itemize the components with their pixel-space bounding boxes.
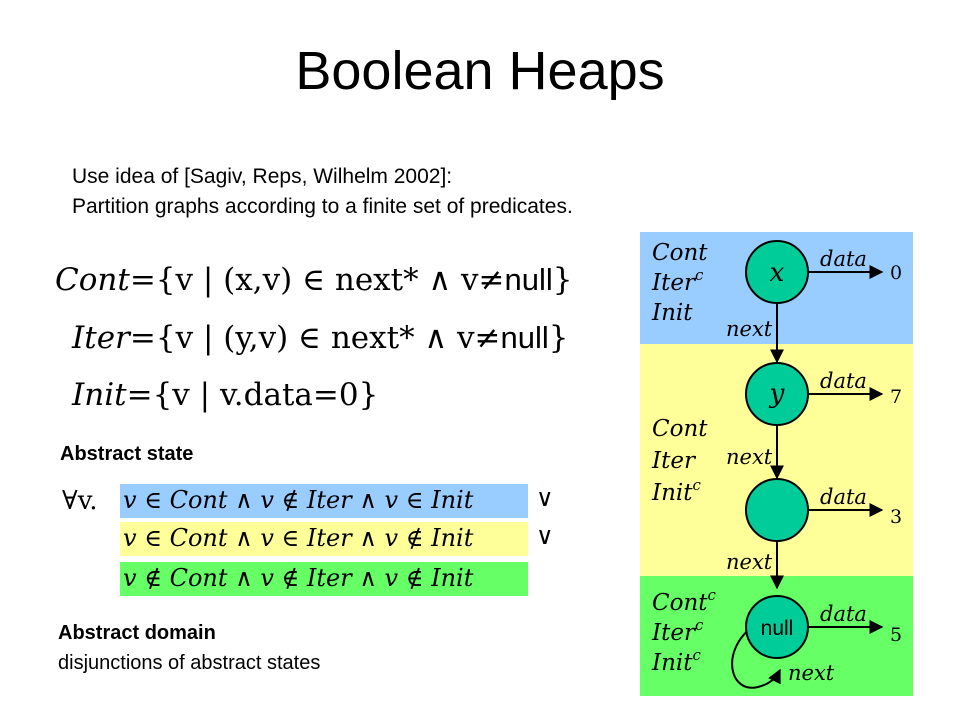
data-value-4: 5: [890, 624, 902, 646]
abstract-state-heading: Abstract state: [60, 443, 194, 465]
data-value-1: 0: [890, 262, 902, 284]
definition-iter: Iter={v | (y,v) ∈ next* ∧ v≠null}: [72, 320, 568, 356]
data-label-2: data: [820, 369, 867, 393]
next-label-1: next: [726, 317, 773, 341]
definition-cont: Cont={v | (x,v) ∈ next* ∧ v≠null}: [55, 262, 573, 298]
heap-node-anon: [745, 478, 809, 542]
next-label-3: next: [726, 550, 773, 574]
definition-end: }: [548, 320, 569, 356]
state-row-band-1: [120, 484, 528, 518]
abstract-domain-heading: Abstract domain: [58, 622, 216, 644]
node-label-x: x: [770, 258, 785, 288]
state-row-2: v ∈ Cont ∧ v ∈ Iter ∧ v ∉ Init: [123, 524, 474, 552]
node-label-y: y: [769, 379, 785, 409]
state-row-3: v ∉ Cont ∧ v ∉ Iter ∧ v ∉ Init: [123, 564, 474, 592]
data-value-3: 3: [890, 506, 902, 528]
intro-line-1: Use idea of [Sagiv, Reps, Wilhelm 2002]:: [72, 165, 453, 188]
or-symbol-1: ∨: [536, 484, 554, 512]
heap-node-y: [745, 362, 809, 426]
abstract-domain-description: disjunctions of abstract states: [58, 652, 321, 674]
definition-body: ={v | (y,v) ∈ next* ∧ v≠: [129, 320, 501, 356]
heap-diagram: Cont Iterc Init Cont Iter Initc Contc It…: [640, 232, 913, 696]
region-2-label-iter: Iter: [651, 448, 697, 474]
null-keyword: null: [504, 262, 553, 297]
next-label-2: next: [726, 445, 773, 469]
region-3-label-init: Initc: [651, 646, 702, 676]
next-label-4: next: [788, 661, 835, 685]
next-self-loop: [731, 626, 781, 689]
null-keyword: null: [500, 320, 549, 355]
definition-name: Cont: [55, 262, 130, 298]
region-2-label-cont: Cont: [652, 416, 708, 442]
region-3-label-iter: Iterc: [651, 616, 704, 646]
definition-end: }: [552, 262, 573, 298]
region-1-label-iter: Iterc: [651, 266, 704, 296]
intro-line-2: Partition graphs according to a finite s…: [72, 195, 573, 218]
data-label-3: data: [820, 485, 867, 509]
state-row-1: v ∈ Cont ∧ v ∉ Iter ∧ v ∈ Init: [123, 486, 474, 514]
forall-quantifier: ∀v.: [62, 486, 98, 516]
definition-body: ={v | (x,v) ∈ next* ∧ v≠: [129, 262, 505, 298]
data-label-1: data: [820, 247, 867, 271]
definition-body: ={v | v.data=0}: [126, 377, 379, 413]
or-symbol-2: ∨: [536, 522, 554, 550]
state-row-band-2: [120, 522, 528, 556]
region-1-label-init: Init: [651, 300, 693, 326]
data-label-4: data: [820, 602, 867, 626]
heap-node-null: [745, 595, 809, 659]
slide-title: Boolean Heaps: [295, 41, 665, 101]
region-2-label-init: Initc: [651, 476, 702, 506]
definition-name: Iter: [72, 320, 130, 356]
definition-name: Init: [72, 377, 127, 413]
region-3-label-cont: Contc: [652, 586, 717, 616]
heap-node-x: [745, 240, 809, 304]
node-label-null: null: [761, 617, 794, 640]
definition-init: Init={v | v.data=0}: [72, 377, 378, 413]
state-row-band-3: [120, 562, 528, 596]
region-1-label-cont: Cont: [652, 240, 708, 266]
intro-text: Use idea of [Sagiv, Reps, Wilhelm 2002]:…: [72, 162, 573, 222]
data-value-2: 7: [890, 386, 902, 408]
